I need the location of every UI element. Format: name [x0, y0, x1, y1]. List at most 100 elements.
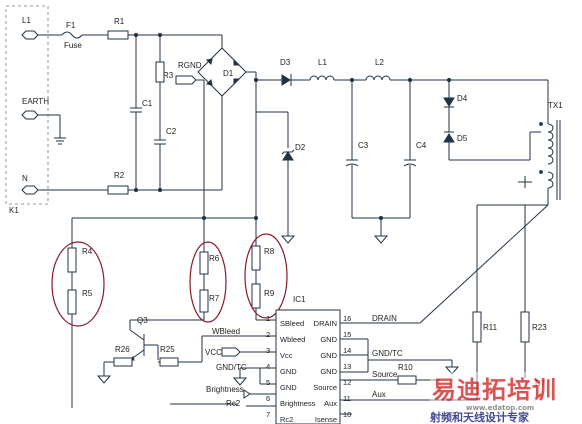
- r7-label: R7: [209, 294, 220, 303]
- r1-label: R1: [114, 17, 125, 26]
- f1-label: F1: [66, 21, 76, 30]
- net-wbleed: WBleed: [212, 327, 240, 336]
- ic1-pin-number: 7: [266, 410, 270, 419]
- diode-d4: [443, 97, 455, 107]
- diode-d3: [281, 74, 291, 86]
- ic1-pin-name: Source: [313, 383, 337, 392]
- ic1-pin-name: GND: [280, 367, 297, 376]
- ic1-pin-number: 6: [266, 394, 270, 403]
- highlight-r4-r5: [51, 241, 105, 327]
- ic1-body: [275, 309, 341, 424]
- r5-label: R5: [82, 289, 93, 298]
- ic1-pin-name: Brightness: [280, 399, 316, 408]
- ic1-pin-name: Aux: [324, 399, 337, 408]
- fuse-label: Fuse: [64, 41, 82, 50]
- diode-d5: [443, 133, 455, 143]
- highlight-r8-r9: [244, 233, 288, 319]
- d2-label: D2: [295, 143, 306, 152]
- tx1-label: TX1: [548, 101, 563, 110]
- r23-label: R23: [532, 323, 547, 332]
- ic1-pin-name: Vcc: [280, 351, 293, 360]
- n-terminal: [21, 185, 39, 195]
- ic1-pin-number: 2: [266, 330, 270, 339]
- net-gnd-tc-left: GND/TC: [216, 363, 247, 372]
- ground-icon: [373, 235, 389, 244]
- rgnd-connector: [175, 75, 197, 85]
- r4-label: R4: [82, 247, 93, 256]
- bridge-rectifier-d1: [197, 47, 247, 97]
- highlight-r6-r7: [189, 241, 227, 323]
- resistor-r5: [67, 289, 77, 315]
- ground-icon: [444, 366, 460, 375]
- r2-label: R2: [114, 171, 125, 180]
- ic1-pin-number: 11: [343, 394, 351, 403]
- resistor-r23: [520, 311, 530, 343]
- watermark-url: www.edatop.com: [466, 404, 534, 412]
- ic1-pin-number: 12: [343, 378, 351, 387]
- ground-icon: [280, 235, 296, 244]
- earth-terminal-label: EARTH: [22, 97, 49, 106]
- r11-label: R11: [483, 323, 498, 332]
- resistor-r1: [107, 30, 129, 40]
- ic1-pin-name: GND: [280, 383, 297, 392]
- ic1-pin-name: GND: [320, 335, 337, 344]
- ic1-pin-number: 1: [266, 314, 270, 323]
- d7-label: D7: [535, 379, 546, 388]
- net-source: Source: [372, 370, 398, 379]
- ic1-pin-number: 15: [343, 330, 351, 339]
- ic1-right-pins: 16DRAIN15GND14GND13GND12Source11Aux10Ise…: [313, 314, 351, 424]
- resistor-r8: [251, 245, 261, 271]
- r26-label: R26: [115, 345, 130, 354]
- ic1-pin-name: SBleed: [280, 319, 304, 328]
- resistor-r6: [199, 251, 209, 275]
- ic1-pin-number: 3: [266, 346, 270, 355]
- r6-label: R6: [209, 254, 220, 263]
- d3-label: D3: [280, 58, 291, 67]
- d5-label: D5: [457, 134, 468, 143]
- net-drain: DRAIN: [372, 314, 397, 323]
- ic1-pin-name: Wbleed: [280, 335, 305, 344]
- ic1-pin-name: DRAIN: [314, 319, 337, 328]
- k1-label: K1: [9, 206, 19, 215]
- net-aux: Aux: [372, 390, 386, 399]
- c4-label: C4: [416, 141, 427, 150]
- resistor-r7: [199, 289, 209, 313]
- resistor-r25: [159, 357, 179, 367]
- ic1-pin-number: 13: [343, 362, 351, 371]
- ic1-pin-name: GND: [320, 351, 337, 360]
- ic1-pin-name: Isense: [315, 415, 337, 424]
- rgnd-label: RGND: [178, 61, 202, 70]
- vcc-connector: [221, 347, 241, 357]
- c3-label: C3: [358, 141, 369, 150]
- ic1-pin-number: 16: [343, 314, 351, 323]
- earth-terminal: [21, 110, 39, 120]
- r8-label: R8: [264, 247, 275, 256]
- watermark-subtitle: 射频和天线设计专家: [429, 410, 530, 424]
- fuse-f1: [61, 31, 83, 39]
- inductor-l2: [365, 75, 391, 81]
- l1-terminal-label: L1: [22, 16, 31, 25]
- resistor-r9: [251, 283, 261, 309]
- ic1-label: IC1: [293, 295, 306, 304]
- net-vcc: VCC: [205, 348, 222, 357]
- ic1-pin-name: GND: [320, 367, 337, 376]
- ground-icon: [232, 377, 248, 386]
- inductor-l1: [309, 75, 335, 81]
- ic1-pin-number: 14: [343, 346, 351, 355]
- r25-label: R25: [160, 345, 175, 354]
- resistor-r26: [113, 357, 133, 367]
- l1-inductor-label: L1: [318, 58, 327, 67]
- resistor-r10: [397, 375, 417, 385]
- resistor-r11: [472, 311, 482, 343]
- ic1-left-pins: 1SBleed2Wbleed3Vcc4GND5GND6Brightness7Rc…: [266, 314, 316, 424]
- d4-label: D4: [457, 94, 468, 103]
- watermark: 易迪拓培训 www.edatop.com 射频和天线设计专家: [429, 372, 580, 424]
- net-brightness: Brightness: [206, 385, 244, 394]
- transformer-tx1-primary: [547, 123, 554, 165]
- resistor-r2: [107, 185, 129, 195]
- resistor-r4: [67, 247, 77, 273]
- r9-label: R9: [264, 289, 275, 298]
- ic1-pin-name: Rc2: [280, 415, 293, 424]
- transformer-tx1-aux: [547, 171, 554, 189]
